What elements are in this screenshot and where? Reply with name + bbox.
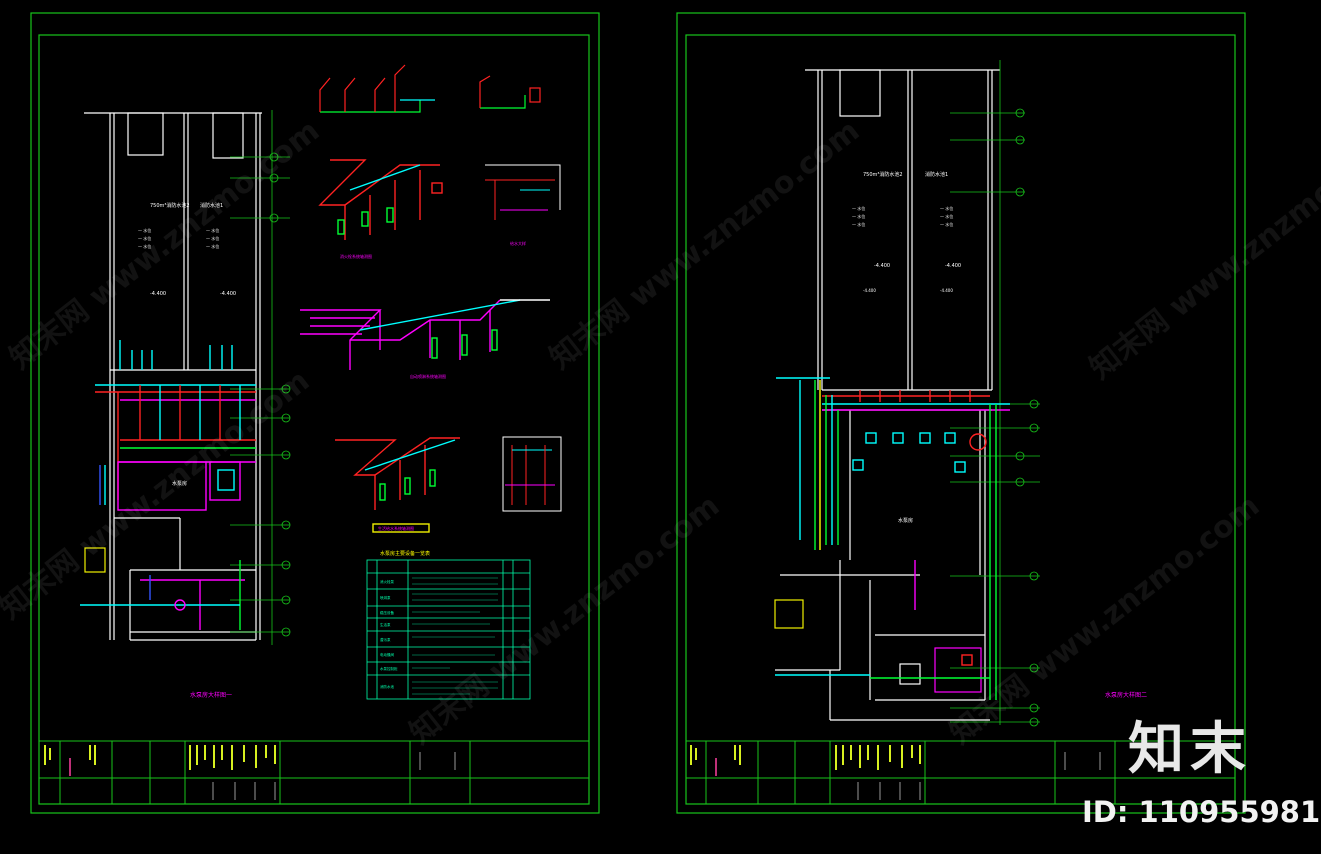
svg-text:— 水位: — 水位	[206, 227, 219, 233]
plan-title-right: 水泵房大样图二	[1105, 691, 1147, 699]
svg-text:消防水池: 消防水池	[380, 684, 394, 689]
axis-grid-right	[950, 60, 1040, 727]
svg-text:知末网 www.znzmo.com: 知末网 www.znzmo.com	[3, 113, 326, 376]
svg-text:知末网 www.znzmo.com: 知末网 www.znzmo.com	[0, 363, 316, 626]
svg-text:潜污泵: 潜污泵	[380, 637, 391, 642]
room-label: 消防水池1	[925, 171, 948, 178]
watermark-lines: 知末网 www.znzmo.com 知末网 www.znzmo.com 知末网 …	[0, 113, 1321, 751]
svg-text:知末网 www.znzmo.com: 知末网 www.znzmo.com	[1083, 123, 1321, 386]
title-block-left	[39, 740, 589, 804]
svg-text:自动喷淋系统轴测图: 自动喷淋系统轴测图	[410, 373, 446, 379]
sheet-left: 750m³消防水池2 消防水池1 -4.400 -4.400 水泵房 — 水位 —…	[30, 12, 600, 814]
svg-text:电动蝶阀: 电动蝶阀	[380, 652, 394, 657]
svg-text:-4.400: -4.400	[220, 291, 236, 297]
svg-text:水泵控制柜: 水泵控制柜	[380, 666, 398, 671]
svg-text:知末网 www.znzmo.com: 知末网 www.znzmo.com	[403, 488, 726, 751]
svg-text:-4.400: -4.400	[150, 291, 166, 297]
brand-logo: 知末	[1128, 717, 1252, 782]
svg-text:— 水位: — 水位	[206, 243, 219, 249]
svg-text:— 水位: — 水位	[138, 243, 151, 249]
asset-id: ID: 1109559813	[1082, 795, 1321, 829]
room-labels-left: 750m³消防水池2 消防水池1 -4.400 -4.400 水泵房	[150, 202, 236, 487]
room-label: 消防水池1	[200, 202, 223, 209]
iso-diagram-domestic: 生活给水系统轴测图	[335, 437, 460, 533]
svg-text:稳压设备: 稳压设备	[380, 610, 394, 615]
svg-text:— 水位: — 水位	[206, 235, 219, 241]
equipment-table-title: 水泵房主要设备一览表	[380, 550, 430, 557]
svg-text:-4.400: -4.400	[863, 288, 876, 293]
room-label: 750m³消防水池2	[863, 171, 903, 178]
svg-text:— 水位: — 水位	[940, 205, 953, 211]
iso-diagram-right-small: 给水大样	[485, 164, 561, 246]
room-label: 750m³消防水池2	[150, 202, 190, 209]
axis-grid-left	[230, 110, 291, 645]
svg-text:生活给水系统轴测图: 生活给水系统轴测图	[378, 525, 414, 531]
room-labels-right: 750m³消防水池2 消防水池1 -4.400 -4.400 水泵房	[863, 171, 961, 524]
svg-text:-4.400: -4.400	[945, 263, 961, 269]
svg-text:消火栓系统轴测图: 消火栓系统轴测图	[340, 253, 372, 259]
svg-text:— 水位: — 水位	[852, 205, 865, 211]
svg-text:— 水位: — 水位	[940, 221, 953, 227]
svg-text:喷淋泵: 喷淋泵	[380, 595, 391, 600]
iso-diagram-hydrant: 消火栓系统轴测图	[318, 159, 443, 259]
iso-diagram-pumpset	[502, 436, 562, 512]
svg-text:-4.400: -4.400	[940, 288, 953, 293]
iso-diagram-sprinkler: 自动喷淋系统轴测图	[300, 299, 550, 379]
iso-diagram-top	[319, 64, 541, 113]
title-block-right	[686, 740, 1235, 804]
pipework-left	[80, 340, 256, 630]
equipment-table: 水泵房主要设备一览表 消火栓泵 喷淋泵 稳压设备 生活泵 潜污泵 电动蝶阀 水泵…	[366, 550, 531, 700]
svg-text:— 水位: — 水位	[852, 221, 865, 227]
plan-title-left: 水泵房大样图一	[190, 691, 232, 699]
sheet-right: 750m³消防水池2 消防水池1 -4.400 -4.400 水泵房 — 水位 — …	[676, 12, 1246, 814]
svg-text:消火栓泵: 消火栓泵	[380, 579, 394, 584]
room-label: 水泵房	[172, 480, 187, 487]
floor-plan-left	[84, 112, 262, 641]
svg-text:生活泵: 生活泵	[380, 622, 391, 627]
svg-text:知末网 www.znzmo.com: 知末网 www.znzmo.com	[943, 488, 1266, 751]
pipework-right	[775, 377, 1010, 700]
svg-text:给水大样: 给水大样	[510, 240, 526, 246]
svg-text:— 水位: — 水位	[852, 213, 865, 219]
svg-text:— 水位: — 水位	[138, 235, 151, 241]
svg-text:— 水位: — 水位	[940, 213, 953, 219]
svg-text:-4.400: -4.400	[874, 263, 890, 269]
room-label: 水泵房	[898, 517, 913, 524]
svg-text:— 水位: — 水位	[138, 227, 151, 233]
